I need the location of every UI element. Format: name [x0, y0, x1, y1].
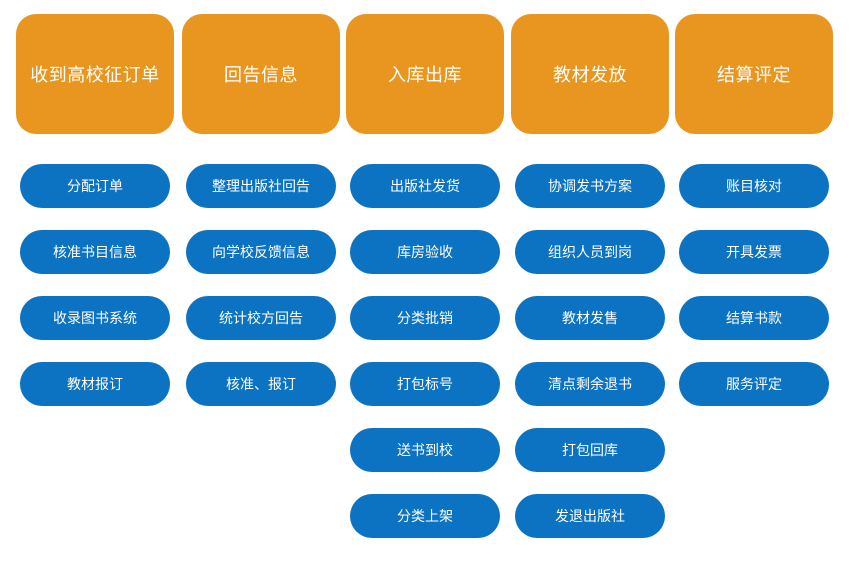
step-5-2: 开具发票 — [679, 230, 829, 274]
step-label: 账目核对 — [726, 179, 782, 195]
step-1-4: 教材报订 — [20, 362, 170, 406]
step-label: 核准书目信息 — [53, 245, 137, 261]
step-4-6: 发退出版社 — [515, 494, 665, 538]
step-label: 出版社发货 — [390, 179, 460, 195]
step-5-4: 服务评定 — [679, 362, 829, 406]
step-label: 收录图书系统 — [53, 311, 137, 327]
step-2-3: 统计校方回告 — [186, 296, 336, 340]
step-1-3: 收录图书系统 — [20, 296, 170, 340]
step-5-3: 结算书款 — [679, 296, 829, 340]
step-label: 清点剩余退书 — [548, 377, 632, 393]
step-label: 教材发售 — [562, 311, 618, 327]
step-label: 协调发书方案 — [548, 179, 632, 195]
step-4-5: 打包回库 — [515, 428, 665, 472]
column-5-steps: 账目核对 开具发票 结算书款 服务评定 — [675, 164, 833, 406]
step-3-2: 库房验收 — [350, 230, 500, 274]
stage-4-label: 教材发放 — [553, 65, 627, 86]
step-label: 打包回库 — [562, 443, 618, 459]
step-label: 整理出版社回告 — [212, 179, 310, 195]
step-label: 分类批销 — [397, 311, 453, 327]
column-4: 教材发放 协调发书方案 组织人员到岗 教材发售 清点剩余退书 打包回库 发退出版… — [511, 14, 669, 560]
stage-3-box: 入库出库 — [346, 14, 504, 134]
step-4-2: 组织人员到岗 — [515, 230, 665, 274]
step-label: 库房验收 — [397, 245, 453, 261]
step-label: 服务评定 — [726, 377, 782, 393]
stage-4-box: 教材发放 — [511, 14, 669, 134]
column-2: 回告信息 整理出版社回告 向学校反馈信息 统计校方回告 核准、报订 — [182, 14, 340, 428]
column-1-steps: 分配订单 核准书目信息 收录图书系统 教材报订 — [16, 164, 174, 406]
step-label: 组织人员到岗 — [548, 245, 632, 261]
step-label: 开具发票 — [726, 245, 782, 261]
column-3: 入库出库 出版社发货 库房验收 分类批销 打包标号 送书到校 分类上架 — [346, 14, 504, 560]
step-2-1: 整理出版社回告 — [186, 164, 336, 208]
step-2-2: 向学校反馈信息 — [186, 230, 336, 274]
step-label: 教材报订 — [67, 377, 123, 393]
step-2-4: 核准、报订 — [186, 362, 336, 406]
step-label: 发退出版社 — [555, 509, 625, 525]
step-4-1: 协调发书方案 — [515, 164, 665, 208]
step-label: 统计校方回告 — [219, 311, 303, 327]
stage-1-label: 收到高校征订单 — [30, 65, 160, 86]
stage-2-label: 回告信息 — [224, 65, 298, 86]
step-3-4: 打包标号 — [350, 362, 500, 406]
stage-5-label: 结算评定 — [717, 65, 791, 86]
step-label: 向学校反馈信息 — [212, 245, 310, 261]
step-label: 核准、报订 — [226, 377, 296, 393]
step-label: 送书到校 — [397, 443, 453, 459]
step-4-3: 教材发售 — [515, 296, 665, 340]
column-2-steps: 整理出版社回告 向学校反馈信息 统计校方回告 核准、报订 — [182, 164, 340, 406]
step-label: 分配订单 — [67, 179, 123, 195]
step-5-1: 账目核对 — [679, 164, 829, 208]
step-3-3: 分类批销 — [350, 296, 500, 340]
step-4-4: 清点剩余退书 — [515, 362, 665, 406]
step-3-5: 送书到校 — [350, 428, 500, 472]
column-1: 收到高校征订单 分配订单 核准书目信息 收录图书系统 教材报订 — [16, 14, 174, 428]
column-3-steps: 出版社发货 库房验收 分类批销 打包标号 送书到校 分类上架 — [346, 164, 504, 538]
step-1-1: 分配订单 — [20, 164, 170, 208]
step-label: 结算书款 — [726, 311, 782, 327]
stage-2-box: 回告信息 — [182, 14, 340, 134]
step-label: 分类上架 — [397, 509, 453, 525]
stage-3-label: 入库出库 — [388, 65, 462, 86]
stage-1-box: 收到高校征订单 — [16, 14, 174, 134]
column-5: 结算评定 账目核对 开具发票 结算书款 服务评定 — [675, 14, 833, 428]
stage-5-box: 结算评定 — [675, 14, 833, 134]
step-1-2: 核准书目信息 — [20, 230, 170, 274]
column-4-steps: 协调发书方案 组织人员到岗 教材发售 清点剩余退书 打包回库 发退出版社 — [511, 164, 669, 538]
step-3-1: 出版社发货 — [350, 164, 500, 208]
step-3-6: 分类上架 — [350, 494, 500, 538]
step-label: 打包标号 — [397, 377, 453, 393]
